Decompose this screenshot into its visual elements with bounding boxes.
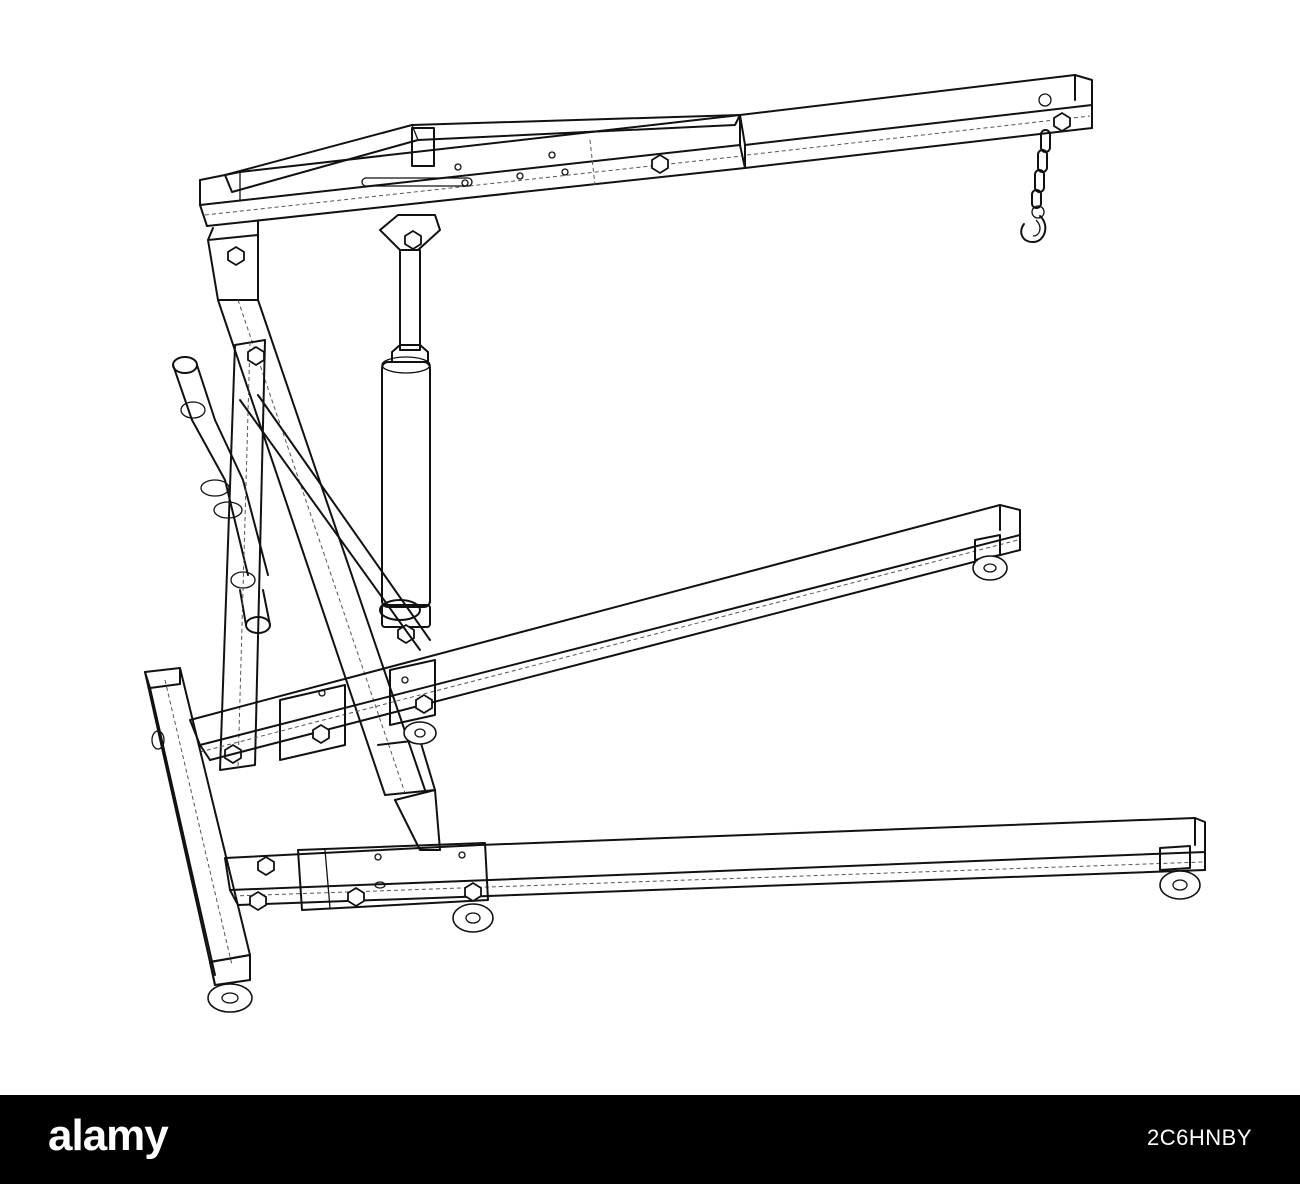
base-cross-member [144,667,251,986]
back-leg [189,504,1021,761]
engine-crane-line-drawing [144,74,1206,1013]
caster-wheel-back-left [403,721,437,745]
caster-wheel-back-right [972,534,1008,581]
caster-wheel-front-center [452,903,494,933]
crane-mast [207,221,441,851]
watermark-footer-bar: alamy 2C6HNBY [0,1095,1300,1184]
caster-wheel-front-right [1159,845,1201,900]
chain-and-hook [1020,129,1051,243]
caster-wheel-front-left-rear [207,983,253,1013]
alamy-logo: alamy [48,1111,169,1160]
image-id-label: 2C6HNBY [1147,1125,1252,1150]
crane-boom [199,74,1093,227]
pump-handle [172,356,271,634]
rear-upright [219,339,431,771]
front-leg [224,817,1206,912]
hydraulic-ram [379,214,441,645]
